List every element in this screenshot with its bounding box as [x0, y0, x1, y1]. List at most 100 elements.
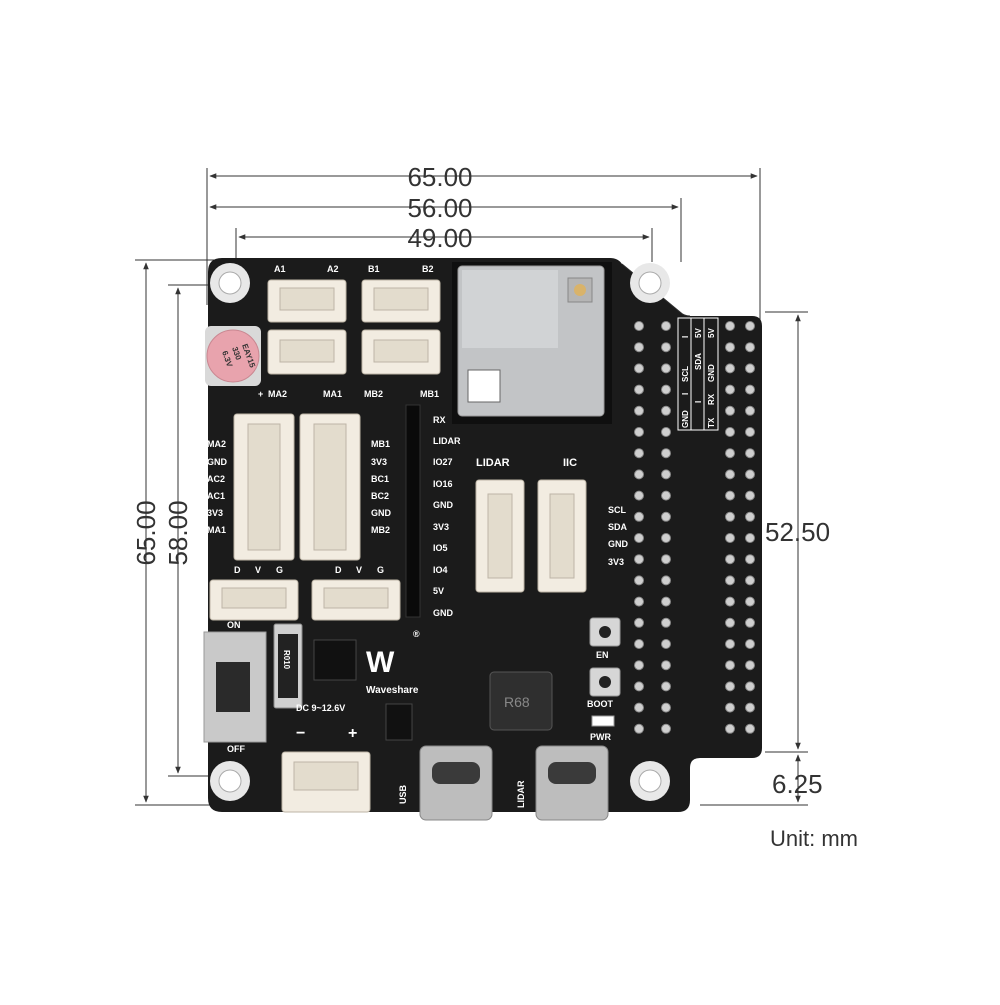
header-table-col1: I — [681, 393, 690, 395]
header-table-col1: GND — [681, 410, 690, 428]
dim-header-offset: 6.25 — [772, 769, 823, 799]
io-pin: IO16 — [433, 479, 453, 489]
enc-right-pin: GND — [371, 508, 392, 518]
label-b2: B2 — [422, 264, 434, 274]
gpio-pin — [725, 702, 735, 713]
gpio-pin — [634, 321, 644, 331]
header-table-col3: TX — [707, 417, 716, 428]
dim-header-length: 52.50 — [765, 517, 830, 547]
gpio-pin — [634, 469, 644, 480]
header-table-col2: SDA — [694, 353, 703, 370]
servo1-d: D — [234, 565, 241, 575]
gpio-pin — [634, 384, 644, 395]
gpio-pin — [725, 723, 735, 734]
dim-height-holes: 58.00 — [163, 500, 193, 565]
gpio-pin — [725, 427, 735, 437]
gpio-pin — [725, 554, 735, 565]
gpio-pin — [634, 405, 644, 416]
gpio-pin — [634, 490, 644, 501]
gpio-pin — [661, 511, 671, 522]
dimension-lines — [135, 168, 808, 806]
gpio-pin — [745, 490, 755, 501]
label-a2: A2 — [327, 264, 339, 274]
gpio-pin — [661, 660, 671, 671]
gpio-pin — [661, 617, 671, 628]
servo1-v: V — [255, 565, 261, 575]
registered-mark: ® — [413, 629, 420, 639]
lidar-label: LIDAR — [476, 457, 510, 469]
io-pin: RX — [433, 415, 446, 425]
header-table-col3: 5V — [707, 328, 716, 338]
gpio-pin — [634, 342, 644, 353]
gpio-pin — [634, 511, 644, 522]
pwr-led — [591, 715, 615, 727]
usb-label: USB — [398, 784, 408, 804]
io-header-strip — [405, 404, 421, 618]
gpio-pin — [745, 363, 755, 374]
io-pin: IO27 — [433, 457, 453, 467]
header-table — [677, 317, 719, 431]
gpio-pin — [661, 681, 671, 692]
switch-slider — [216, 662, 250, 712]
enc-left-pin: AC1 — [207, 491, 225, 501]
inductor — [489, 671, 553, 731]
io-pin: IO5 — [433, 543, 448, 553]
header-table-col2: 5V — [694, 328, 703, 338]
dim-width-total: 65.00 — [407, 162, 472, 192]
gpio-pin — [634, 723, 644, 734]
servo2-d: D — [335, 565, 342, 575]
enc-left-pin: MA2 — [207, 439, 226, 449]
gpio-pin — [661, 723, 671, 734]
dim-height-total: 65.00 — [131, 500, 161, 565]
io-pin: LIDAR — [433, 436, 461, 446]
gpio-pin — [661, 405, 671, 416]
gpio-pin — [745, 660, 755, 671]
header-table-col2: I — [694, 401, 703, 403]
iic-pin: SDA — [608, 522, 628, 532]
header-table-col3: RX — [707, 393, 716, 405]
boot-label: BOOT — [587, 699, 614, 709]
gpio-pin — [661, 575, 671, 586]
gpio-pin — [745, 554, 755, 565]
enc-right-pin: BC1 — [371, 474, 389, 484]
mounting-holes — [210, 263, 670, 801]
io-pin: GND — [433, 608, 454, 618]
resistor-label: R010 — [282, 650, 291, 670]
gpio-pin — [634, 681, 644, 692]
switch-on: ON — [227, 620, 241, 630]
gpio-pin — [661, 702, 671, 713]
gpio-pin — [745, 702, 755, 713]
waveshare-logo: W — [366, 646, 395, 679]
label-ma2: MA2 — [268, 389, 287, 399]
gpio-pin — [634, 617, 644, 628]
gpio-pin — [725, 681, 735, 692]
gpio-pin — [745, 575, 755, 586]
ic-chip — [313, 639, 357, 681]
gpio-pin — [634, 554, 644, 565]
gpio-pin — [725, 533, 735, 543]
io-pin: GND — [433, 500, 454, 510]
iic-label: IIC — [563, 457, 577, 469]
iic-pin: GND — [608, 539, 629, 549]
gpio-pin — [634, 702, 644, 713]
label-mb2: MB2 — [364, 389, 383, 399]
gpio-pin — [725, 384, 735, 395]
header-table-col1: SCL — [681, 366, 690, 382]
unit-label: Unit: mm — [770, 826, 858, 851]
label-b1: B1 — [368, 264, 380, 274]
enc-right-pin: 3V3 — [371, 457, 387, 467]
gpio-pin — [745, 511, 755, 522]
power-minus: − — [296, 725, 305, 742]
header-table-col1: I — [681, 336, 690, 338]
gpio-pin — [745, 384, 755, 395]
gpio-pin — [725, 469, 735, 480]
gpio-pin — [661, 596, 671, 607]
gpio-pin — [634, 596, 644, 607]
gpio-pin — [745, 596, 755, 607]
enc-right-pin: MB1 — [371, 439, 390, 449]
gpio-pin — [725, 448, 735, 459]
enc-left-pin: 3V3 — [207, 508, 223, 518]
gpio-pin — [725, 511, 735, 522]
label-ma1: MA1 — [323, 389, 342, 399]
